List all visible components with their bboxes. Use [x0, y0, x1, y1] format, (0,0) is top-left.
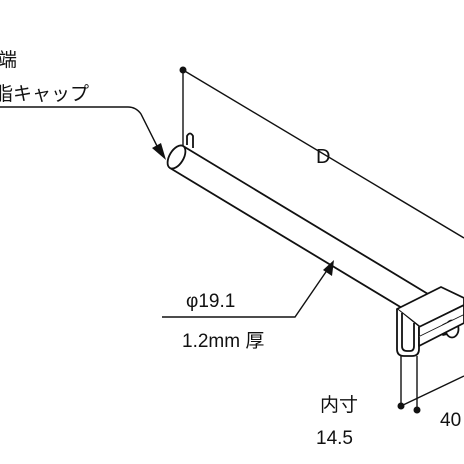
inner-dimension-dot-right	[413, 406, 421, 414]
pipe-leader	[162, 260, 334, 318]
cap-leader	[0, 106, 166, 160]
width-dimension-line	[400, 375, 464, 407]
cap-pin	[186, 132, 194, 148]
pipe	[166, 132, 429, 315]
bracket-inner-edge	[401, 313, 415, 352]
inner-dimension-label: 内寸	[320, 394, 358, 416]
depth-dimension-dot	[179, 66, 187, 74]
pipe-lower-edge	[169, 167, 413, 315]
bracket-side-face	[418, 304, 464, 338]
resin-cap-label: 脂キャップ	[0, 83, 89, 105]
depth-dimension	[182, 69, 464, 239]
pipe-end-cap	[166, 144, 187, 170]
pipe-upper-edge	[182, 145, 429, 295]
bracket	[396, 286, 464, 357]
bracket-lower-tab	[418, 315, 464, 347]
end-label: 端	[0, 49, 17, 71]
inner-dimension	[400, 356, 464, 410]
inner-dimension-value: 14.5	[316, 428, 353, 449]
pipe-leader-line	[162, 265, 331, 318]
pipe-leader-arrow	[323, 260, 334, 276]
pipe-thickness-label: 1.2mm 厚	[182, 331, 264, 352]
inner-dimension-dot-left	[397, 402, 405, 410]
bracket-top-face	[396, 286, 464, 328]
cap-leader-line	[0, 106, 161, 153]
width-label: 40	[440, 410, 461, 431]
pipe-diameter-label: φ19.1	[186, 291, 235, 312]
depth-dimension-line	[182, 69, 464, 239]
depth-label: D	[316, 146, 330, 168]
cap-leader-arrow	[152, 143, 166, 160]
